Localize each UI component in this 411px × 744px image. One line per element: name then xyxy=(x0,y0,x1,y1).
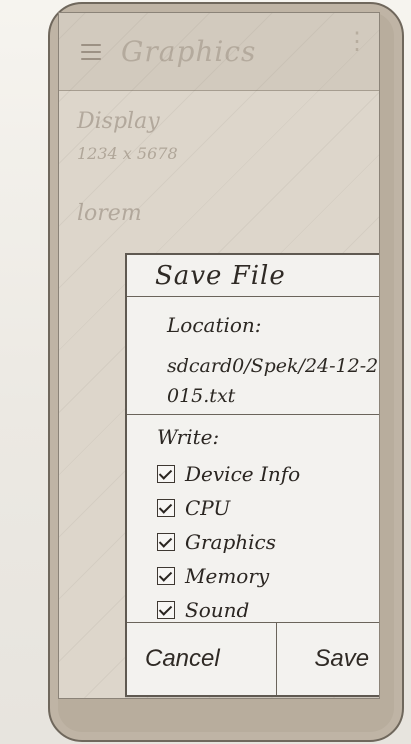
app-header: Graphics ⋮ xyxy=(59,13,379,91)
write-item-label: Device Info xyxy=(185,462,301,486)
checkbox-icon[interactable] xyxy=(157,601,175,619)
write-item-label: Graphics xyxy=(185,530,277,554)
location-label: Location: xyxy=(167,313,262,337)
location-section: Location: sdcard0/Spek/24-12-2015.txt xyxy=(127,297,379,415)
write-item-label: Memory xyxy=(185,564,270,588)
write-item-cpu[interactable]: CPU xyxy=(157,491,379,525)
background-section: lorem xyxy=(77,201,142,226)
cancel-button[interactable]: Cancel xyxy=(127,623,277,695)
dialog-actions: Cancel Save xyxy=(127,622,380,695)
background-section-label: lorem xyxy=(77,201,142,226)
write-label: Write: xyxy=(157,425,220,449)
write-item-label: Sound xyxy=(185,598,250,622)
checkbox-icon[interactable] xyxy=(157,465,175,483)
write-item-label: CPU xyxy=(185,496,231,520)
location-value[interactable]: sdcard0/Spek/24-12-2015.txt xyxy=(167,355,379,407)
write-item-device-info[interactable]: Device Info xyxy=(157,457,379,491)
write-item-memory[interactable]: Memory xyxy=(157,559,379,593)
checkbox-icon[interactable] xyxy=(157,567,175,585)
write-item-graphics[interactable]: Graphics xyxy=(157,525,379,559)
dialog-title: Save File xyxy=(127,255,379,297)
display-label: Display xyxy=(77,109,160,134)
app-title: Graphics xyxy=(121,35,257,68)
display-section: Display 1234 x 5678 xyxy=(77,109,178,163)
save-file-dialog: Save File Location: sdcard0/Spek/24-12-2… xyxy=(125,253,380,697)
overflow-icon[interactable]: ⋮ xyxy=(345,27,369,55)
write-item-sound[interactable]: Sound xyxy=(157,593,379,627)
checkbox-icon[interactable] xyxy=(157,499,175,517)
save-button[interactable]: Save xyxy=(277,623,380,695)
menu-icon[interactable] xyxy=(81,43,101,60)
write-section: Write: Device Info CPU Graphics Memory xyxy=(127,415,379,622)
phone-screen: Graphics ⋮ Display 1234 x 5678 lorem Sav… xyxy=(58,12,380,699)
display-value: 1234 x 5678 xyxy=(77,144,178,163)
checkbox-icon[interactable] xyxy=(157,533,175,551)
